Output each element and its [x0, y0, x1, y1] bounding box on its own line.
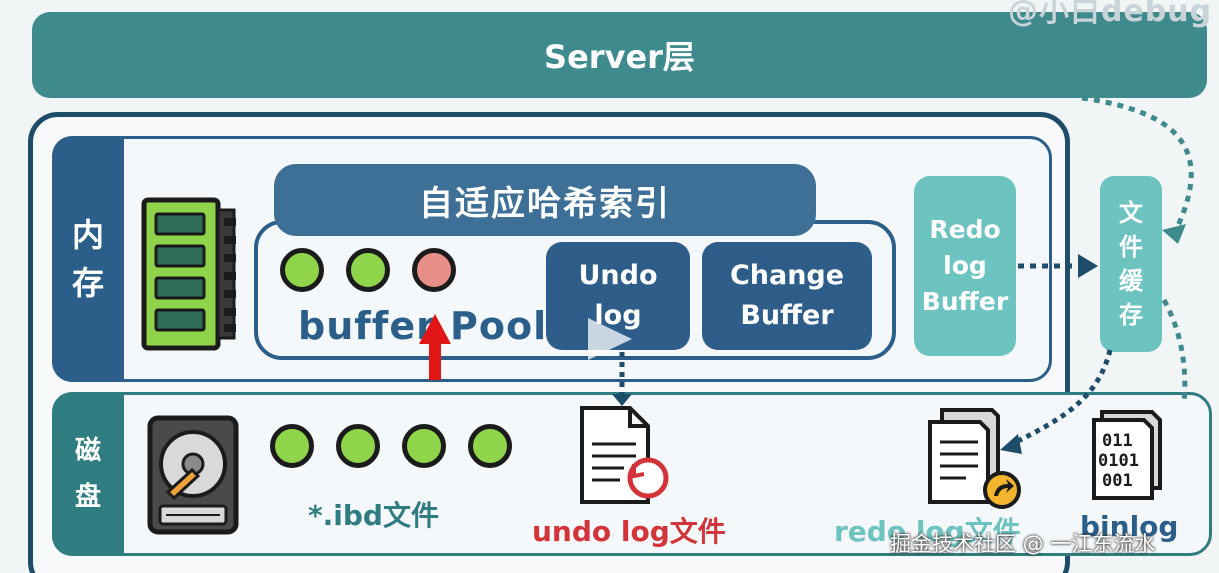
hard-disk-icon [147, 415, 239, 535]
redo-log-buffer-line: log [943, 251, 987, 280]
undo-log-line: Undo [578, 260, 658, 291]
binlog-bits: 001 [1102, 471, 1133, 491]
ibd-page [270, 424, 314, 468]
redo-file-icon [928, 408, 1021, 509]
binlog-caption: binlog [1080, 510, 1179, 543]
ibd-file-caption: *.ibd文件 [308, 499, 439, 532]
change-buffer: Change Buffer [702, 242, 872, 350]
disk-label-char: 磁 [74, 436, 101, 466]
adaptive-hash-index: 自适应哈希索引 [274, 164, 816, 236]
buffer-page [280, 248, 324, 292]
load-page-arrow [419, 314, 451, 380]
memory-label-char: 存 [71, 264, 104, 302]
memory-label: 内 存 [52, 136, 124, 382]
server-layer: Server层 [32, 12, 1207, 98]
change-buffer-line: Buffer [740, 300, 834, 331]
os-file-cache: 文 件 缓 存 [1100, 176, 1162, 352]
file-cache-char: 文 [1119, 199, 1143, 227]
binlog-bits: 0101 [1098, 451, 1139, 471]
undo-file-icon [580, 406, 669, 504]
file-cache-char: 存 [1119, 301, 1143, 329]
buffer-page [346, 248, 390, 292]
disk-label: 磁 盘 [52, 392, 124, 556]
file-cache-char: 件 [1119, 233, 1143, 261]
undo-flush-arrow [612, 352, 632, 406]
redo-log-buffer: Redo log Buffer [914, 176, 1016, 356]
binlog-file-icon: 011 0101 001 [1092, 410, 1162, 500]
dirty-buffer-page [412, 248, 456, 292]
server-to-cache-arrow [1081, 95, 1194, 244]
file-cache-char: 缓 [1119, 267, 1143, 295]
watermark-bottom: 掘金技术社区 @ 一江东流水 [890, 532, 1156, 556]
ibd-page [336, 424, 380, 468]
ram-chip-icon [141, 197, 236, 351]
cache-to-binlog-arrow [1161, 298, 1188, 405]
redo-log-file-caption: redo log文件 [834, 515, 1021, 548]
watermark-top: @小白debug [1008, 0, 1213, 29]
adaptive-hash-index-label: 自适应哈希索引 [419, 183, 671, 224]
redo-write-arrow [1018, 254, 1098, 278]
ibd-page [402, 424, 446, 468]
redo-log-buffer-line: Buffer [921, 287, 1009, 316]
change-buffer-line: Change [729, 260, 845, 291]
binlog-bits: 011 [1102, 431, 1133, 451]
undo-log-buffer: Undo log [546, 242, 690, 350]
server-layer-label: Server层 [544, 38, 695, 76]
cache-to-redo-file-arrow [1000, 349, 1113, 454]
memory-label-char: 内 [71, 216, 104, 254]
redo-log-buffer-line: Redo [929, 215, 1001, 244]
disk-label-char: 盘 [74, 482, 101, 512]
play-icon[interactable] [588, 318, 632, 360]
undo-log-file-caption: undo log文件 [532, 515, 726, 548]
ibd-page [468, 424, 512, 468]
